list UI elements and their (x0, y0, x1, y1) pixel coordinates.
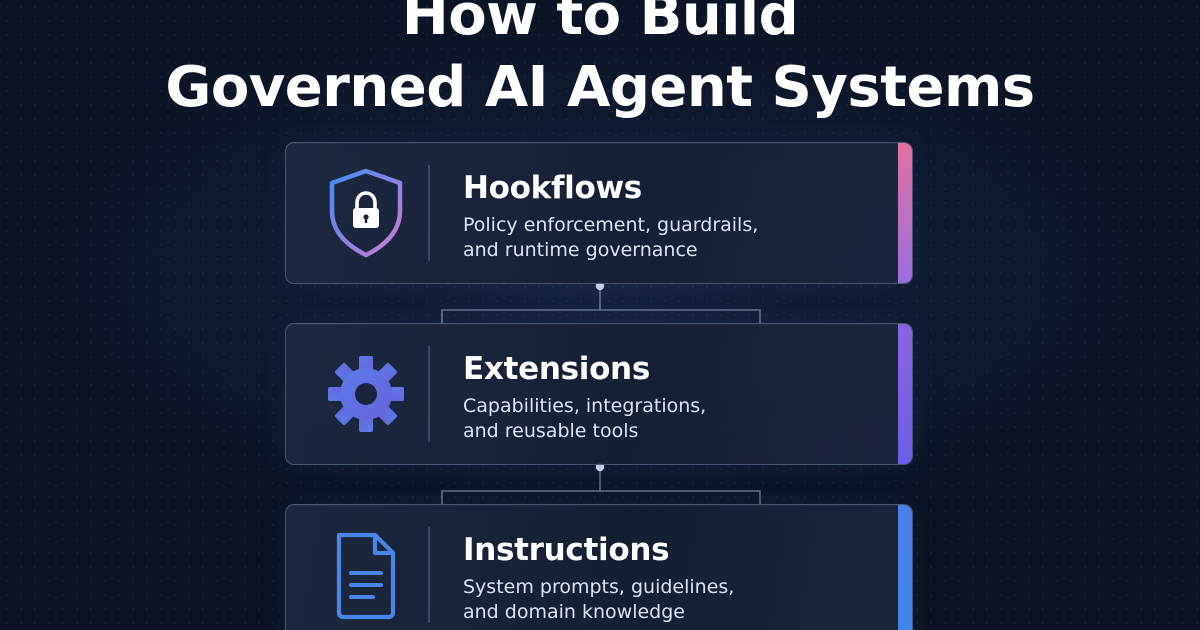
layer-card-hookflows: Hookflows Policy enforcement, guardrails… (285, 142, 913, 284)
layer-card-extensions: Extensions Capabilities, integrations, a… (285, 323, 913, 465)
layer-heading: Hookflows (463, 170, 642, 206)
card-divider (428, 346, 430, 442)
card-accent-bar (898, 143, 912, 283)
gear-icon (316, 344, 416, 444)
layer-description: Policy enforcement, guardrails, and runt… (463, 213, 758, 263)
document-icon (316, 525, 416, 625)
layer-description-line-1: Capabilities, integrations, (463, 395, 707, 417)
card-accent-bar (898, 324, 912, 464)
shield-lock-icon (316, 163, 416, 263)
layer-description-line-2: and domain knowledge (463, 601, 685, 623)
layer-description: Capabilities, integrations, and reusable… (463, 394, 706, 444)
title-line-1: How to Build (401, 0, 799, 48)
layer-description-line-2: and reusable tools (463, 420, 639, 442)
card-divider (428, 527, 430, 623)
title-line-2: Governed AI Agent Systems (165, 55, 1035, 120)
layer-description: System prompts, guidelines, and domain k… (463, 575, 734, 625)
layer-card-instructions: Instructions System prompts, guidelines,… (285, 504, 913, 630)
card-divider (428, 165, 430, 261)
connector-2-3 (441, 467, 761, 505)
layer-heading: Extensions (463, 351, 650, 387)
connector-1-2 (441, 286, 761, 324)
layer-description-line-1: System prompts, guidelines, (463, 576, 735, 598)
layer-description-line-2: and runtime governance (463, 239, 698, 261)
card-accent-bar (898, 505, 912, 630)
layer-description-line-1: Policy enforcement, guardrails, (463, 214, 759, 236)
layer-heading: Instructions (463, 532, 670, 568)
